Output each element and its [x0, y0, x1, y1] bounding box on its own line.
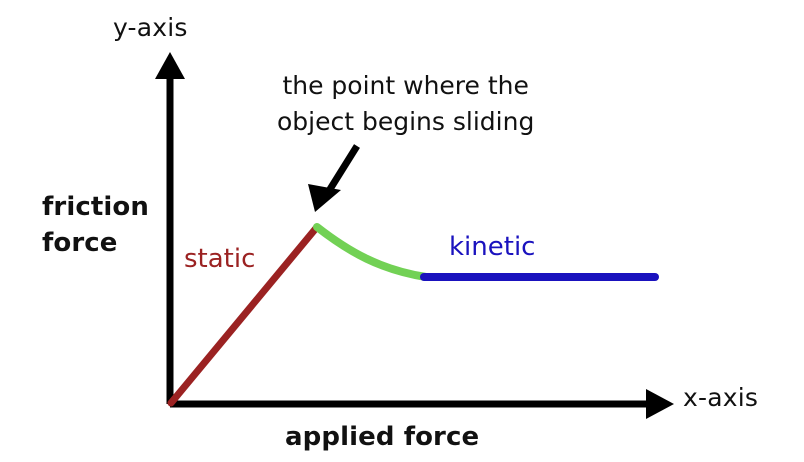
annotation-arrowhead	[308, 184, 341, 212]
y-axis-label: y-axis	[113, 13, 188, 42]
x-axis-label: x-axis	[683, 383, 759, 412]
y-quantity-label-line1: friction	[42, 192, 149, 222]
transition-curve	[313, 223, 430, 281]
y-quantity-label: friction force	[42, 190, 149, 262]
annotation-arrow-shaft	[324, 144, 360, 196]
peak-annotation-text: the point where the object begins slidin…	[277, 68, 534, 139]
peak-annotation-line2: object begins sliding	[277, 106, 535, 136]
y-quantity-label-line2: force	[42, 227, 118, 258]
kinetic-series-label: kinetic	[449, 232, 536, 262]
static-series-label: static	[184, 244, 256, 274]
x-quantity-label: applied force	[285, 422, 480, 452]
y-axis-arrowhead	[155, 52, 185, 79]
peak-annotation-line1: the point where the	[282, 71, 529, 100]
x-axis-arrowhead	[646, 389, 674, 419]
static-friction-line	[167, 223, 321, 407]
